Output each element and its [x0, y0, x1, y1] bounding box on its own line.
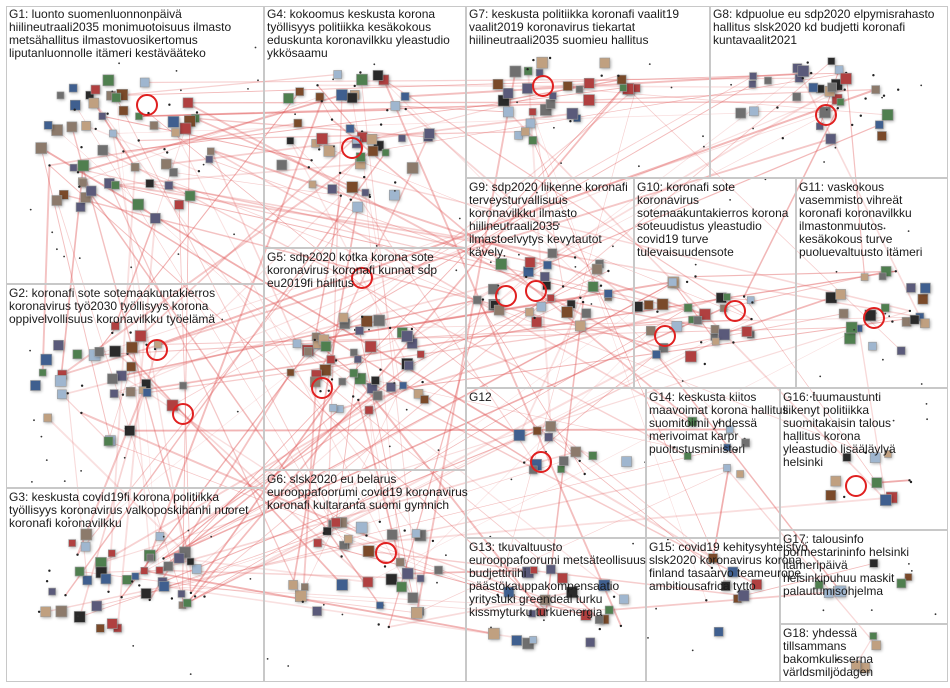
group-box-g13	[466, 538, 646, 682]
group-box-g10	[634, 178, 796, 388]
group-box-g6	[264, 470, 466, 682]
group-box-g12	[466, 388, 646, 538]
group-box-g2	[6, 284, 264, 488]
group-box-g18	[780, 624, 948, 682]
group-box-g14	[646, 388, 780, 538]
group-box-g5	[264, 248, 466, 470]
group-box-g4	[264, 6, 466, 248]
group-box-g8	[710, 6, 948, 178]
group-box-g17	[780, 530, 948, 624]
group-box-g9	[466, 178, 634, 388]
group-box-g3	[6, 488, 264, 682]
group-box-g11	[796, 178, 948, 388]
group-box-g16	[780, 388, 948, 530]
group-box-g1	[6, 6, 264, 284]
group-box-g7	[466, 6, 710, 178]
group-box-g15	[646, 538, 780, 682]
